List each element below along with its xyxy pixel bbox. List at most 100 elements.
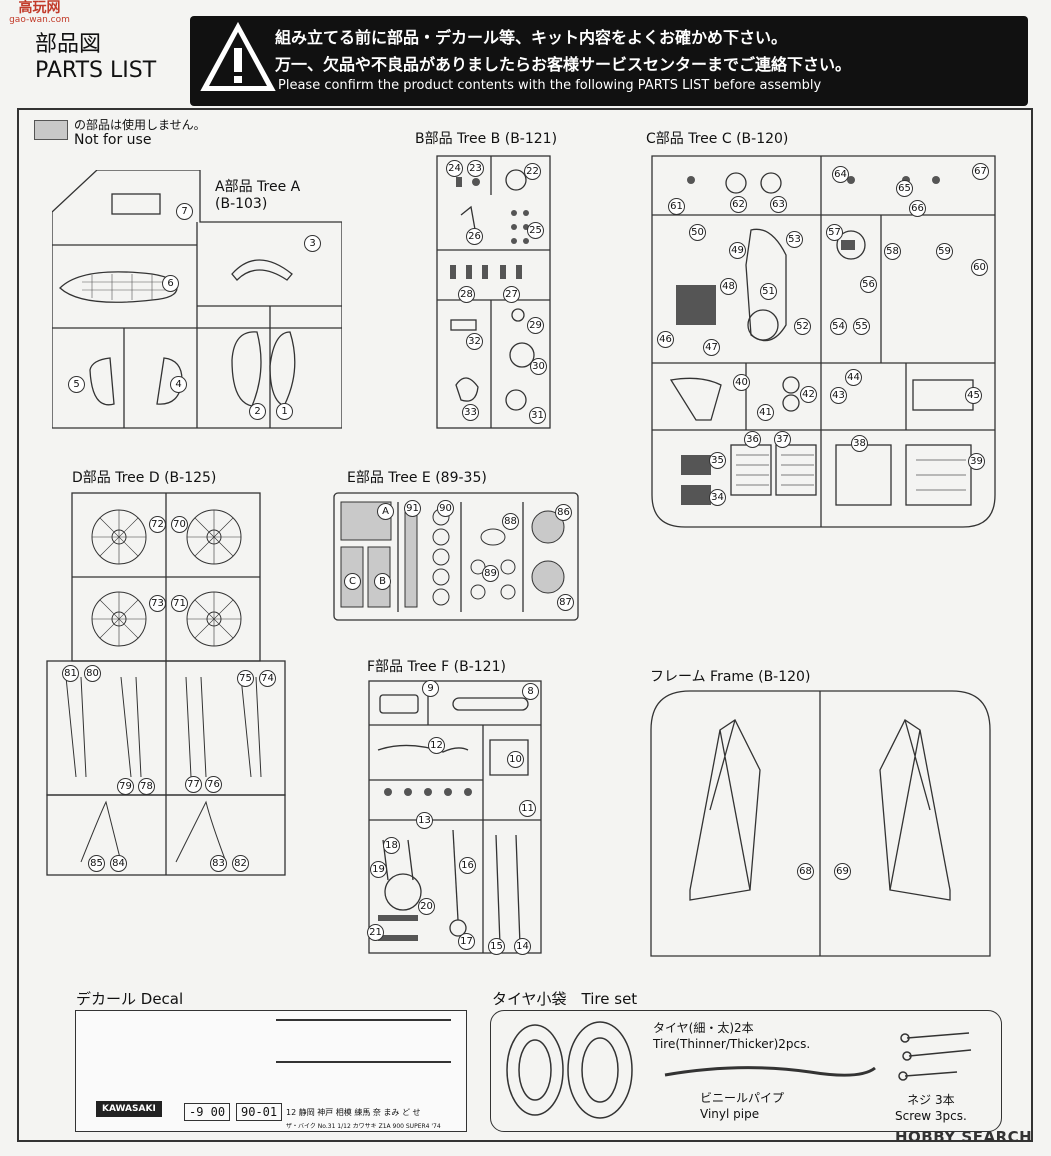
decal-sheet: KAWASAKI -9 00 90-01 12 静岡 神戸 相模 練馬 奈 まみ… [75,1010,467,1132]
part-number: 29 [527,317,544,334]
part-number: 27 [503,286,520,303]
pipe-en: Vinyl pipe [700,1107,760,1121]
tree-e-label: E部品 Tree E (89-35) [347,467,487,487]
tree-f-diagram [368,680,542,954]
decal-label: デカール Decal [76,990,184,1008]
parts-list-frame [17,108,1033,1142]
part-number: 28 [458,286,475,303]
warning-text-jp-2: 万一、欠品や不良品がありましたらお客様サービスセンターまでご連絡下さい。 [275,55,852,74]
tree-e-diagram [333,492,579,621]
tree-f-code: (B-121) [453,659,506,675]
part-number: 35 [709,452,726,469]
part-number: 59 [936,243,953,260]
part-number: 42 [800,386,817,403]
tree-c-title: C部品 Tree C [646,131,732,147]
part-number: 48 [720,278,737,295]
tireset-label: タイヤ小袋 Tire set [492,990,638,1008]
screw-en: Screw 3pcs. [895,1109,967,1123]
tree-f-title: F部品 Tree F [367,659,450,675]
part-number: 14 [514,938,531,955]
part-number: 83 [210,855,227,872]
part-number: 13 [416,812,433,829]
part-number: 5 [68,376,85,393]
frame-code: (B-120) [758,669,811,685]
screw-jp: ネジ 3本 [907,1093,955,1107]
part-number: 6 [162,275,179,292]
legend-jp: の部品は使用しません。 [74,118,206,132]
screw-text: ネジ 3本 Screw 3pcs. [895,1092,967,1124]
part-number: 24 [446,160,463,177]
part-number: 19 [370,861,387,878]
part-number: 66 [909,200,926,217]
warning-triangle-icon [200,21,276,91]
watermark-line-2: gao-wan.com [9,15,70,25]
tree-c-code: (B-120) [736,131,789,147]
part-number: 69 [834,863,851,880]
part-number: 15 [488,938,505,955]
tire-en: Tire(Thinner/Thicker)2pcs. [653,1037,811,1051]
tree-e-code: (89-35) [435,470,487,486]
part-number: 10 [507,751,524,768]
tree-d-title: D部品 Tree D [72,470,160,486]
part-number: 85 [88,855,105,872]
part-number: 72 [149,516,166,533]
decal-number-1: -9 00 [184,1103,231,1121]
tree-a-label: A部品 Tree A (B-103) [215,176,300,212]
part-number: 68 [797,863,814,880]
part-number: 90 [437,500,454,517]
part-number: 63 [770,196,787,213]
unused-part-swatch [34,120,68,140]
pipe-text: ビニールパイプ Vinyl pipe [700,1090,784,1122]
warning-text-jp-1: 組み立てる前に部品・デカール等、キット内容をよくお確かめ下さい。 [275,28,788,47]
tree-b-label: B部品 Tree B (B-121) [415,128,557,148]
decal-places: 12 静岡 神戸 相模 練馬 奈 まみ ど せ [286,1108,421,1117]
part-number: 18 [383,837,400,854]
part-number: 76 [205,776,222,793]
part-number: 81 [62,665,79,682]
tree-d-label: D部品 Tree D (B-125) [72,467,216,487]
part-number: 77 [185,776,202,793]
part-number: 47 [703,339,720,356]
part-number: 62 [730,196,747,213]
part-number: 57 [826,224,843,241]
part-number: 8 [522,683,539,700]
part-number: 39 [968,453,985,470]
part-number: 82 [232,855,249,872]
part-number: 17 [458,933,475,950]
title-jp: 部品図 [35,32,102,57]
part-number: 32 [466,333,483,350]
part-number: 11 [519,800,536,817]
part-number: 70 [171,516,188,533]
part-number: 38 [851,435,868,452]
part-number: 43 [830,387,847,404]
part-number: 74 [259,670,276,687]
tree-e-title: E部品 Tree E [347,470,431,486]
part-number: 88 [502,513,519,530]
part-number: 65 [896,180,913,197]
decal-number-2: 90-01 [236,1103,283,1121]
part-number: 2 [249,403,266,420]
warning-text-en: Please confirm the product contents with… [278,78,822,93]
part-number: 3 [304,235,321,252]
part-number: 54 [830,318,847,335]
part-number: 9 [422,680,439,697]
part-number: 34 [709,489,726,506]
part-number: 37 [774,431,791,448]
site-watermark: 高玩网 gao-wan.com [2,1,77,26]
part-number: 23 [467,160,484,177]
decal-stripes [276,1019,451,1063]
screw-icon [898,1032,972,1081]
part-number: 30 [530,358,547,375]
hobbysearch-watermark: HOBBY SEARCH [895,1128,1033,1146]
part-number: 45 [965,387,982,404]
tree-d-code: (B-125) [164,470,217,486]
part-number: 73 [149,595,166,612]
decal-logo: KAWASAKI [96,1101,162,1117]
part-number: 44 [845,369,862,386]
part-number: 26 [466,228,483,245]
part-number: 89 [482,565,499,582]
part-number: C [344,573,361,590]
part-number: 55 [853,318,870,335]
part-number: 80 [84,665,101,682]
tree-c-label: C部品 Tree C (B-120) [646,128,788,148]
